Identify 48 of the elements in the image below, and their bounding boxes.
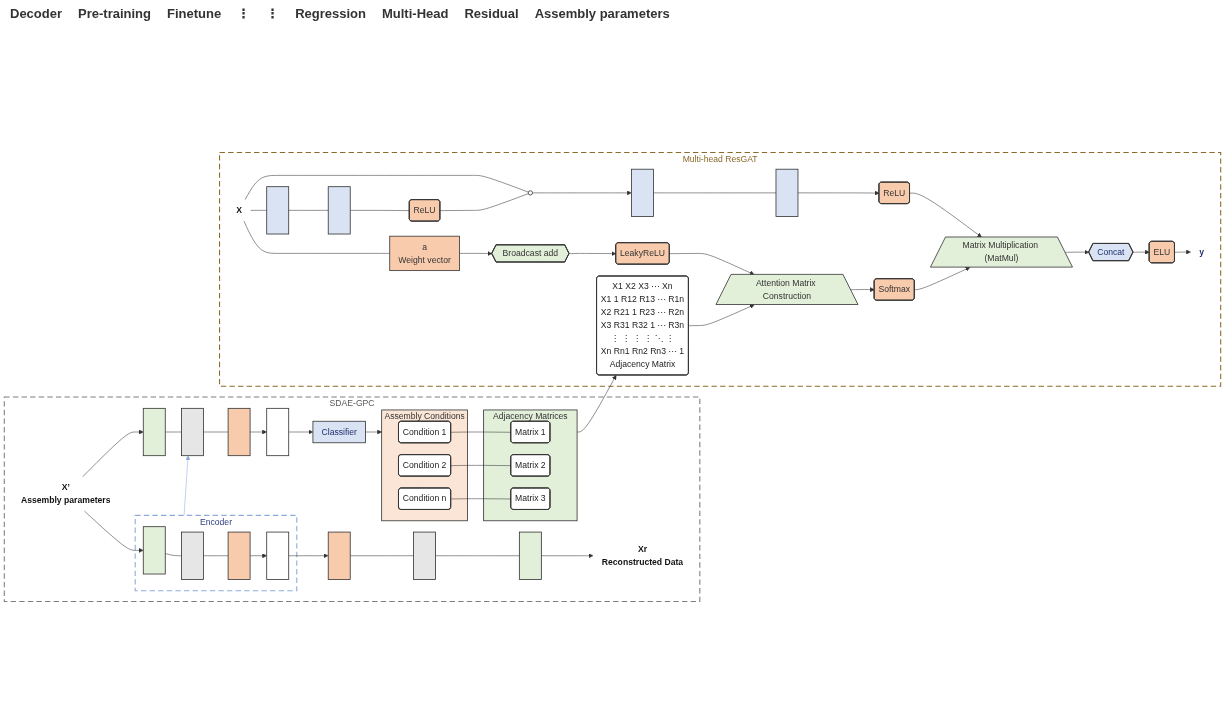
connector — [165, 553, 182, 556]
decoder-label: Decoder — [10, 6, 63, 21]
node-text: Xr Reconstructed Data — [601, 544, 684, 567]
node-bar — [227, 531, 251, 580]
connector — [450, 465, 512, 466]
node-bar — [266, 531, 290, 580]
annotation: Residual — [464, 6, 519, 21]
ellipsis-mark: ⋮ — [266, 6, 280, 21]
node-bar — [631, 168, 654, 217]
node-bar — [266, 186, 290, 235]
connector — [288, 210, 329, 211]
cluster: Encoder — [134, 514, 298, 592]
input-label: Assembly parameters — [534, 6, 670, 21]
connector — [165, 431, 182, 433]
node-circle — [527, 190, 533, 196]
connector — [203, 431, 229, 433]
node-box: Classifier — [312, 420, 366, 444]
node-bar — [266, 407, 290, 457]
connector — [349, 555, 414, 556]
node-box: a Weight vector — [389, 235, 460, 272]
phase-label: Pre-training — [78, 6, 151, 21]
node-bar — [327, 531, 351, 580]
annotation: Multi-Head — [382, 6, 449, 21]
node-bar — [142, 526, 166, 575]
node-bar — [413, 531, 436, 580]
node-bar — [181, 531, 204, 580]
connector — [653, 192, 777, 194]
node-bar — [327, 186, 351, 235]
connector — [250, 210, 267, 211]
node-text: y — [1199, 247, 1205, 257]
connector — [244, 175, 529, 200]
node-text: X — [236, 205, 242, 215]
node-bar — [181, 407, 204, 457]
connector — [435, 555, 520, 556]
node-bar — [775, 168, 799, 217]
connector — [349, 210, 410, 211]
connector — [243, 220, 390, 254]
connector — [203, 555, 229, 556]
node-bar — [142, 407, 166, 457]
ellipsis-mark: ⋮ — [237, 6, 251, 21]
output-label: Regression — [295, 6, 366, 21]
connector — [439, 193, 529, 211]
node-bar — [518, 531, 542, 580]
phase-label: Finetune — [167, 6, 222, 21]
node-text: X’ Assembly parameters — [20, 482, 111, 505]
connector — [450, 498, 512, 500]
node-bar — [227, 407, 251, 457]
connector — [450, 431, 512, 433]
